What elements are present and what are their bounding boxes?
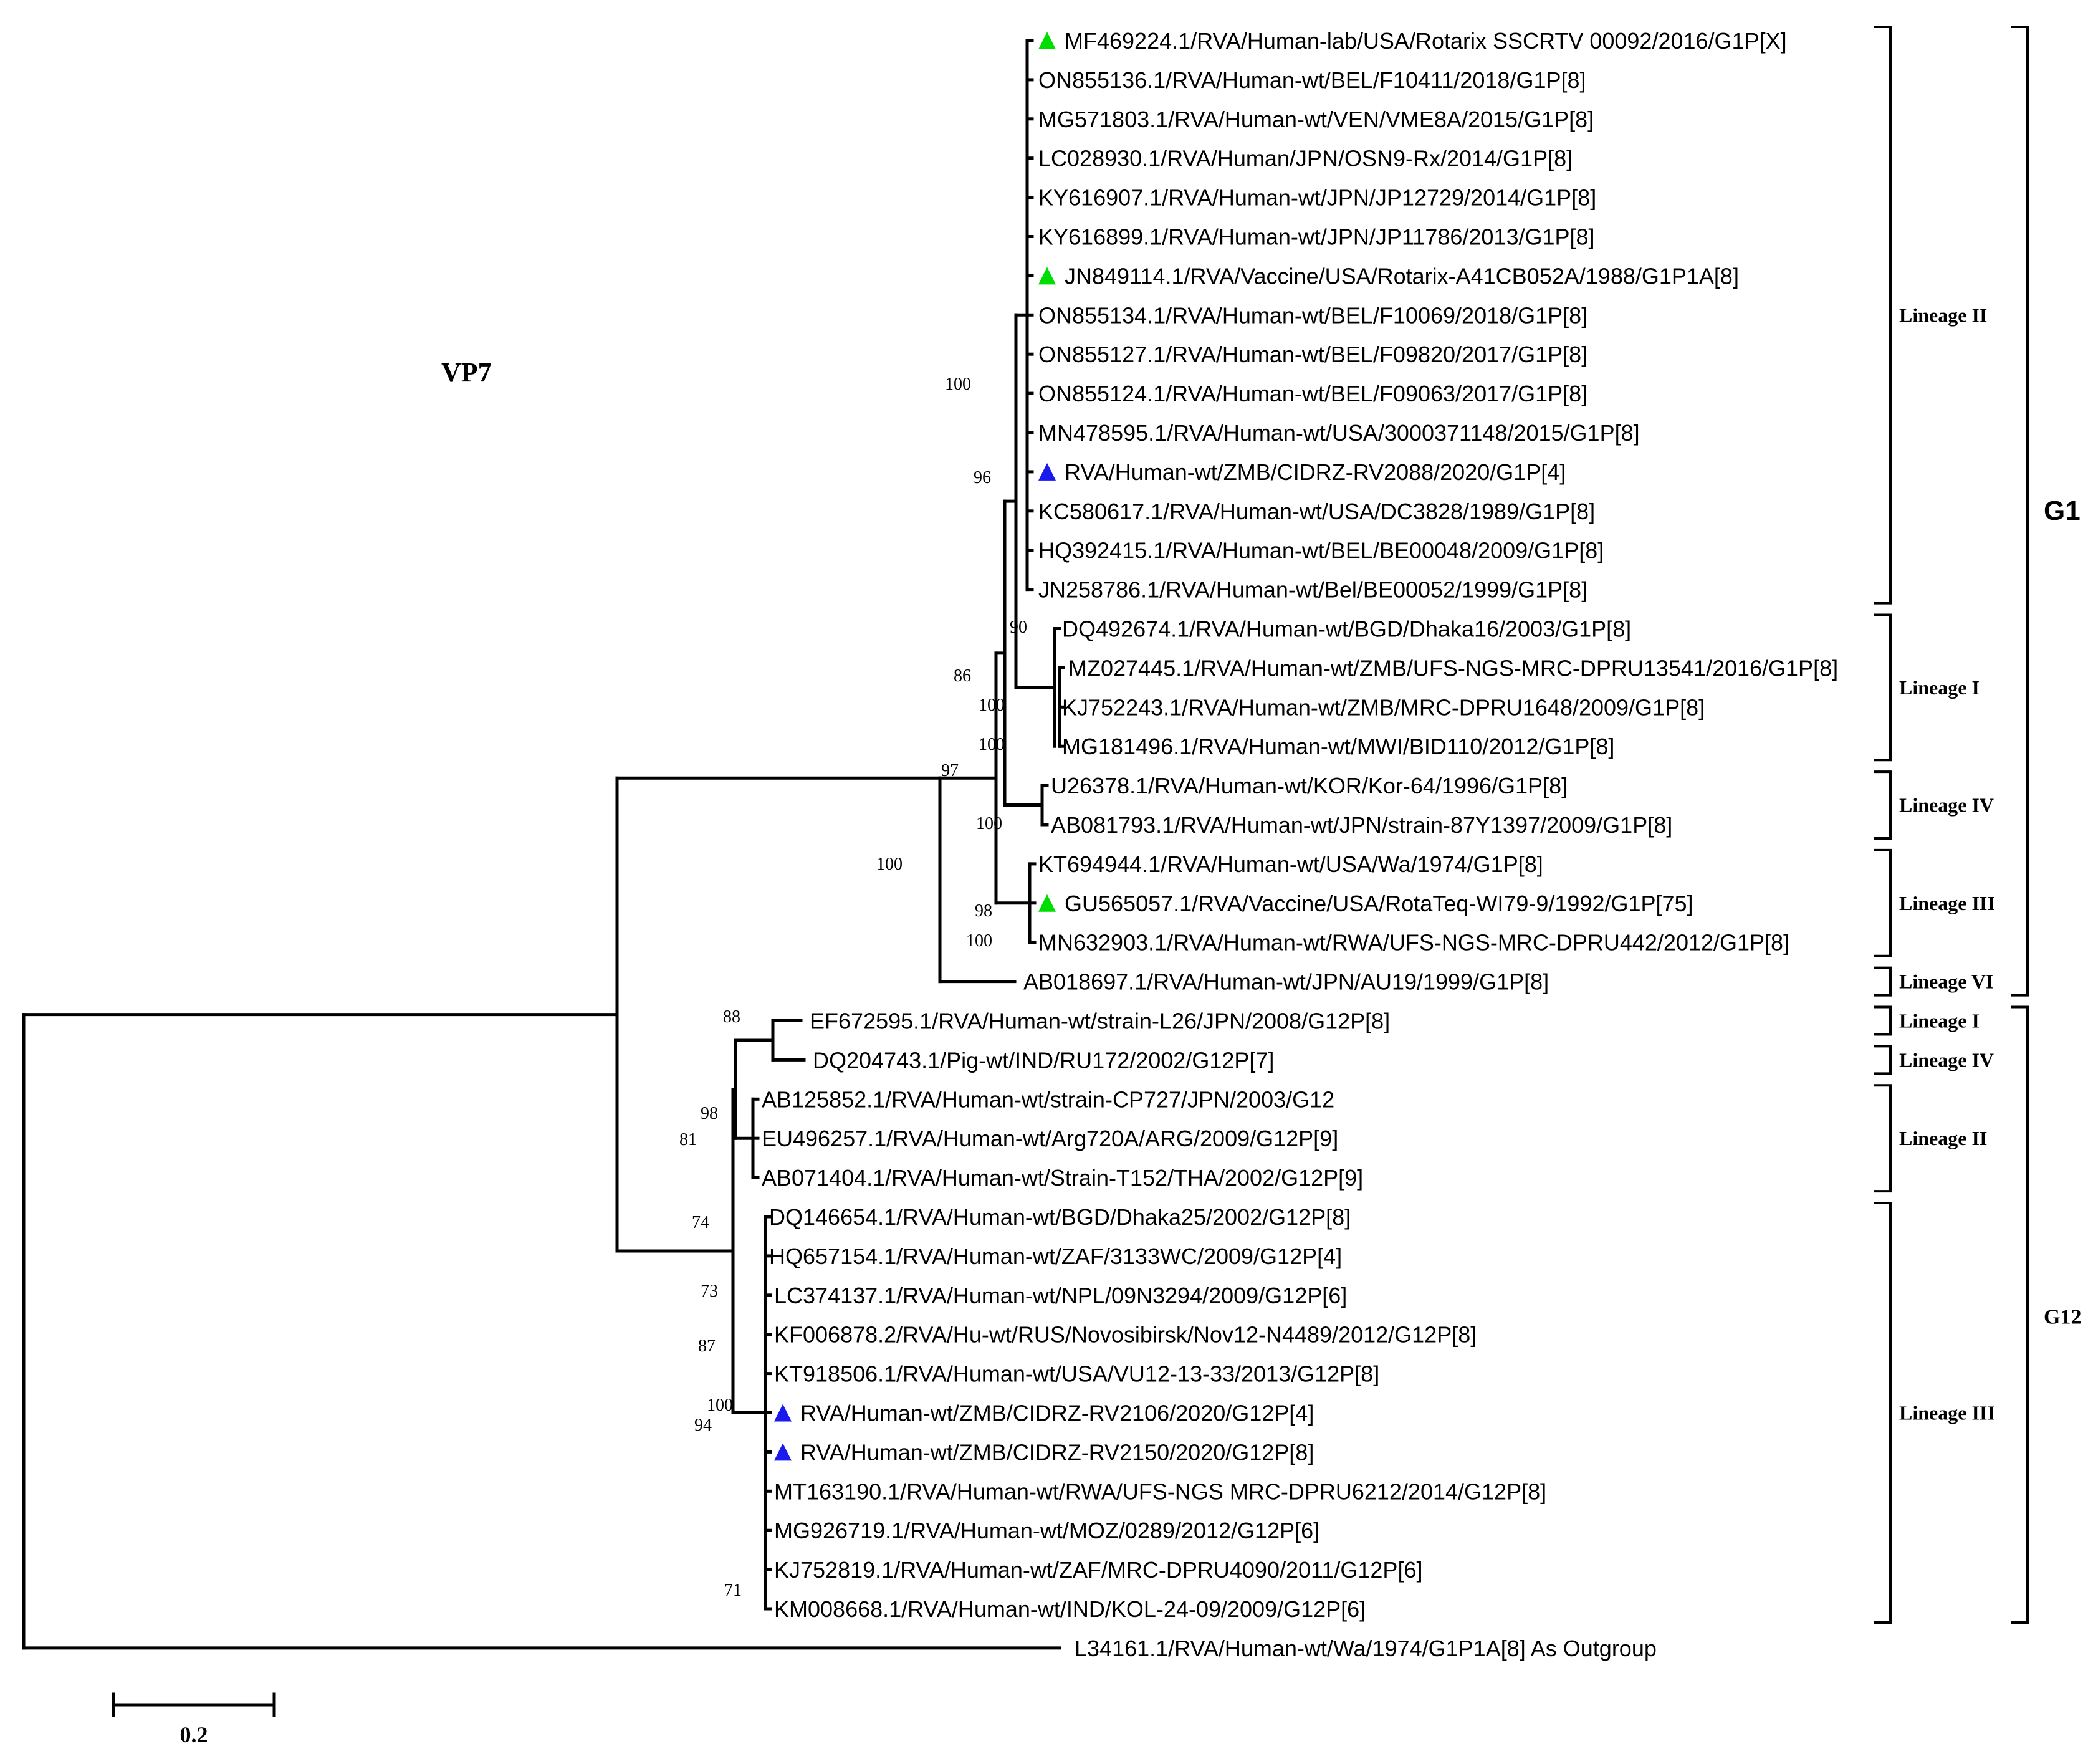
study-strain-triangle-icon xyxy=(1038,463,1056,481)
genotype-label: G1 xyxy=(2044,496,2081,526)
bootstrap-value: 74 xyxy=(692,1213,709,1232)
genotype-label: G12 xyxy=(2044,1305,2081,1328)
taxon-label: EF672595.1/RVA/Human-wt/strain-L26/JPN/2… xyxy=(810,1009,1390,1034)
bootstrap-value: 81 xyxy=(679,1130,697,1149)
taxon-label: DQ492674.1/RVA/Human-wt/BGD/Dhaka16/2003… xyxy=(1062,616,1631,642)
taxon-label: KY616899.1/RVA/Human-wt/JPN/JP11786/2013… xyxy=(1038,224,1595,250)
taxon-label: LC028930.1/RVA/Human/JPN/OSN9-Rx/2014/G1… xyxy=(1038,146,1573,171)
bootstrap-value: 96 xyxy=(974,468,991,487)
taxon-label: MZ027445.1/RVA/Human-wt/ZMB/UFS-NGS-MRC-… xyxy=(1068,655,1838,681)
taxon-label: JN258786.1/RVA/Human-wt/Bel/BE00052/1999… xyxy=(1038,577,1587,603)
lineage-bracket xyxy=(1874,1202,1892,1624)
taxon-label: MN478595.1/RVA/Human-wt/USA/3000371148/2… xyxy=(1038,420,1640,446)
taxon-label: KT694944.1/RVA/Human-wt/USA/Wa/1974/G1P[… xyxy=(1038,851,1543,877)
taxon-label: ON855124.1/RVA/Human-wt/BEL/F09063/2017/… xyxy=(1038,381,1587,406)
lineage-brackets: Lineage II Lineage I Lineage IV Lineage III… xyxy=(1874,26,2081,1624)
taxon-label: RVA/Human-wt/ZMB/CIDRZ-RV2088/2020/G1P[4… xyxy=(1065,459,1566,485)
lineage-label: Lineage I xyxy=(1899,1010,1980,1032)
taxon-label: KY616907.1/RVA/Human-wt/JPN/JP12729/2014… xyxy=(1038,185,1596,211)
bootstrap-value: 90 xyxy=(1010,618,1027,637)
lineage-bracket xyxy=(1874,1045,1892,1075)
lineage-bracket xyxy=(1874,1084,1892,1193)
taxon-label: MG571803.1/RVA/Human-wt/VEN/VME8A/2015/G… xyxy=(1038,107,1594,132)
lineage-label: Lineage VI xyxy=(1899,971,1993,993)
reference-strain-triangle-icon xyxy=(1038,267,1056,285)
bootstrap-value: 94 xyxy=(694,1416,712,1435)
bootstrap-value: 87 xyxy=(698,1336,716,1356)
taxon-label: U26378.1/RVA/Human-wt/KOR/Kor-64/1996/G1… xyxy=(1051,773,1568,798)
tree-branches xyxy=(22,39,1065,1650)
taxon-label: KF006878.2/RVA/Hu-wt/RUS/Novosibirsk/Nov… xyxy=(774,1322,1477,1348)
lineage-bracket xyxy=(1874,1005,1892,1036)
lineage-label: Lineage III xyxy=(1899,892,1995,914)
bootstrap-value: 97 xyxy=(941,761,959,780)
lineage-label: Lineage III xyxy=(1899,1402,1995,1424)
taxon-label: AB081793.1/RVA/Human-wt/JPN/strain-87Y13… xyxy=(1051,812,1672,838)
bootstrap-value: 100 xyxy=(945,375,971,394)
taxon-label: RVA/Human-wt/ZMB/CIDRZ-RV2150/2020/G12P[… xyxy=(800,1439,1314,1465)
taxon-label: JN849114.1/RVA/Vaccine/USA/Rotarix-A41CB… xyxy=(1065,263,1739,289)
taxon-label: ON855134.1/RVA/Human-wt/BEL/F10069/2018/… xyxy=(1038,302,1587,328)
taxon-label: DQ204743.1/Pig-wt/IND/RU172/2002/G12P[7] xyxy=(813,1047,1274,1073)
taxon-label: KJ752243.1/RVA/Human-wt/ZMB/MRC-DPRU1648… xyxy=(1062,694,1705,720)
taxon-label: LC374137.1/RVA/Human-wt/NPL/09N3294/2009… xyxy=(774,1283,1347,1308)
bootstrap-value: 100 xyxy=(966,931,992,951)
lineage-label: Lineage II xyxy=(1899,1127,1987,1149)
tip-markers xyxy=(774,32,1056,1461)
bootstrap-value: 73 xyxy=(701,1282,718,1301)
study-strain-triangle-icon xyxy=(774,1443,792,1461)
taxon-label: ON855127.1/RVA/Human-wt/BEL/F09820/2017/… xyxy=(1038,342,1587,367)
bootstrap-value: 100 xyxy=(876,855,903,874)
bootstrap-value: 86 xyxy=(954,666,971,686)
taxon-labels: MF469224.1/RVA/Human-lab/USA/Rotarix SSC… xyxy=(762,28,1838,1661)
taxon-label: AB125852.1/RVA/Human-wt/strain-CP727/JPN… xyxy=(762,1086,1334,1112)
taxon-label: KC580617.1/RVA/Human-wt/USA/DC3828/1989/… xyxy=(1038,499,1595,524)
lineage-label: Lineage IV xyxy=(1899,1048,1994,1071)
study-strain-triangle-icon xyxy=(774,1404,792,1422)
lineage-bracket xyxy=(1874,770,1892,840)
taxon-label: GU565057.1/RVA/Vaccine/USA/RotaTeq-WI79-… xyxy=(1065,891,1693,916)
taxon-label: KJ752819.1/RVA/Human-wt/ZAF/MRC-DPRU4090… xyxy=(774,1557,1422,1583)
lineage-label: Lineage IV xyxy=(1899,794,1994,817)
genotype-bracket xyxy=(2011,1005,2029,1624)
genotype-bracket xyxy=(2011,26,2029,997)
lineage-label: Lineage II xyxy=(1899,304,1987,326)
taxon-label: MT163190.1/RVA/Human-wt/RWA/UFS-NGS MRC-… xyxy=(774,1479,1546,1504)
bootstrap-value: 98 xyxy=(701,1104,718,1123)
lineage-bracket xyxy=(1874,848,1892,957)
taxon-label: KT918506.1/RVA/Human-wt/USA/VU12-13-33/2… xyxy=(774,1361,1379,1387)
lineage-label: Lineage I xyxy=(1899,676,1980,699)
taxon-label: KM008668.1/RVA/Human-wt/IND/KOL-24-09/20… xyxy=(774,1596,1366,1622)
taxon-label: MG926719.1/RVA/Human-wt/MOZ/0289/2012/G1… xyxy=(774,1518,1319,1543)
reference-strain-triangle-icon xyxy=(1038,894,1056,912)
bootstrap-values: 1009690100100869710010098100889881747387… xyxy=(679,375,1027,1600)
taxon-label: RVA/Human-wt/ZMB/CIDRZ-RV2106/2020/G12P[… xyxy=(800,1401,1314,1426)
taxon-label: HQ392415.1/RVA/Human-wt/BEL/BE00048/2009… xyxy=(1038,538,1604,563)
taxon-label: EU496257.1/RVA/Human-wt/Arg720A/ARG/2009… xyxy=(762,1126,1338,1151)
taxon-label: MG181496.1/RVA/Human-wt/MWI/BID110/2012/… xyxy=(1062,734,1614,759)
taxon-label: DQ146654.1/RVA/Human-wt/BGD/Dhaka25/2002… xyxy=(769,1204,1351,1230)
bootstrap-value: 100 xyxy=(976,814,1002,833)
taxon-label: AB071404.1/RVA/Human-wt/Strain-T152/THA/… xyxy=(762,1165,1363,1191)
taxon-label: MN632903.1/RVA/Human-wt/RWA/UFS-NGS-MRC-… xyxy=(1038,930,1789,956)
bootstrap-value: 100 xyxy=(979,696,1005,715)
lineage-bracket xyxy=(1874,26,1892,605)
bootstrap-value: 100 xyxy=(707,1396,733,1415)
taxon-label: ON855136.1/RVA/Human-wt/BEL/F10411/2018/… xyxy=(1038,67,1586,93)
taxon-label: AB018697.1/RVA/Human-wt/JPN/AU19/1999/G1… xyxy=(1023,969,1549,995)
lineage-bracket xyxy=(1874,966,1892,997)
scale-bar: 0.2 xyxy=(112,1692,276,1747)
taxon-label: HQ657154.1/RVA/Human-wt/ZAF/3133WC/2009/… xyxy=(769,1244,1342,1269)
lineage-bracket xyxy=(1874,613,1892,762)
scale-bar-label: 0.2 xyxy=(180,1722,208,1747)
reference-strain-triangle-icon xyxy=(1038,32,1056,49)
bootstrap-value: 88 xyxy=(723,1007,740,1027)
taxon-label: L34161.1/RVA/Human-wt/Wa/1974/G1P1A[8] A… xyxy=(1075,1636,1657,1661)
bootstrap-value: 98 xyxy=(975,901,992,921)
bootstrap-value: 71 xyxy=(724,1581,742,1600)
taxon-label: MF469224.1/RVA/Human-lab/USA/Rotarix SSC… xyxy=(1065,28,1787,54)
gene-label: VP7 xyxy=(441,357,492,388)
bootstrap-value: 100 xyxy=(979,735,1005,754)
